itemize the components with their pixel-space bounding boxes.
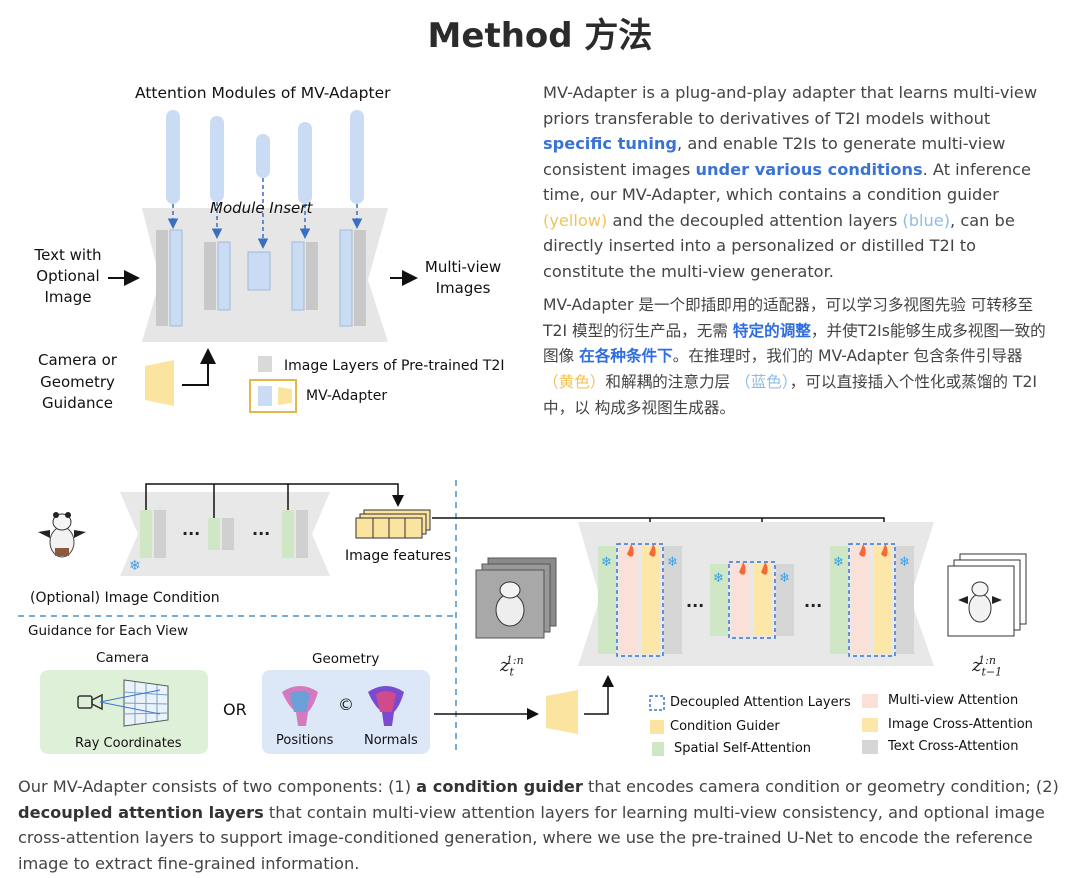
guidance-label: Camera or Geometry Guidance: [38, 351, 117, 412]
attention-module-4: [298, 122, 312, 204]
camera-label: Camera: [96, 650, 149, 666]
svg-text:❄: ❄: [833, 555, 844, 570]
svg-text:❄: ❄: [129, 558, 141, 574]
input-label: Text with Optional Image: [34, 246, 102, 306]
encoder-dots-2: ...: [252, 520, 271, 539]
optional-condition-label: (Optional) Image Condition: [30, 590, 220, 606]
attention-module-3: [256, 134, 270, 178]
figure-caption: Our MV-Adapter consists of two component…: [18, 777, 1059, 873]
legend-decoupled: Decoupled Attention Layers: [670, 695, 851, 710]
copyright-icon: ©: [338, 695, 354, 714]
legend-condition-guider: Condition Guider: [670, 719, 780, 734]
noisy-latent-stack: [475, 557, 557, 639]
top-architecture-diagram: [108, 110, 418, 413]
condition-guider-bottom: [546, 690, 578, 734]
svg-text:❄: ❄: [713, 571, 724, 586]
guidance-each-view-label: Guidance for Each View: [28, 623, 189, 639]
noisy-latent-label: zt1:n: [500, 654, 524, 679]
encoder-dots-1: ...: [182, 520, 201, 539]
condition-guider-shape: [145, 360, 174, 406]
normals-label: Normals: [364, 733, 418, 748]
denoiser-dots-1: ...: [686, 592, 705, 611]
output-image-stack: [947, 553, 1027, 637]
module-insert-label: Module Insert: [210, 199, 313, 217]
description-english: MV-Adapter is a plug-and-play adapter th…: [543, 83, 1038, 281]
svg-text:❄: ❄: [899, 555, 910, 570]
or-label: OR: [223, 700, 247, 719]
attention-module-2: [210, 116, 224, 202]
legend-spatial: Spatial Self-Attention: [674, 741, 812, 756]
legend-pretrained-label: Image Layers of Pre-trained T2I: [284, 358, 505, 374]
ray-coordinates-label: Ray Coordinates: [75, 736, 182, 751]
image-features-label: Image features: [345, 548, 452, 564]
attention-module-1: [166, 110, 180, 204]
image-features-stack: [355, 509, 431, 539]
svg-text:❄: ❄: [601, 555, 612, 570]
attention-modules-heading: Attention Modules of MV-Adapter: [135, 84, 391, 102]
svg-text:❄: ❄: [667, 555, 678, 570]
panda-condition-image: [38, 512, 86, 558]
positions-label: Positions: [276, 733, 334, 748]
page-title: Method 方法: [427, 16, 653, 56]
denoiser-dots-2: ...: [804, 592, 823, 611]
legend-adapter-label: MV-Adapter: [306, 388, 388, 404]
denoised-latent-label: zt−11:n: [972, 654, 1003, 679]
attention-module-5: [350, 110, 364, 204]
geometry-label: Geometry: [312, 651, 380, 667]
description-chinese: MV-Adapter 是一个即插即用的适配器，可以学习多视图先验 可转移至 T2…: [543, 296, 1046, 417]
legend-multiview: Multi-view Attention: [888, 693, 1019, 708]
legend-image-cross: Image Cross-Attention: [888, 717, 1033, 732]
svg-text:❄: ❄: [779, 571, 790, 586]
output-label: Multi-view Images: [424, 258, 502, 297]
legend-text-cross: Text Cross-Attention: [888, 739, 1019, 754]
